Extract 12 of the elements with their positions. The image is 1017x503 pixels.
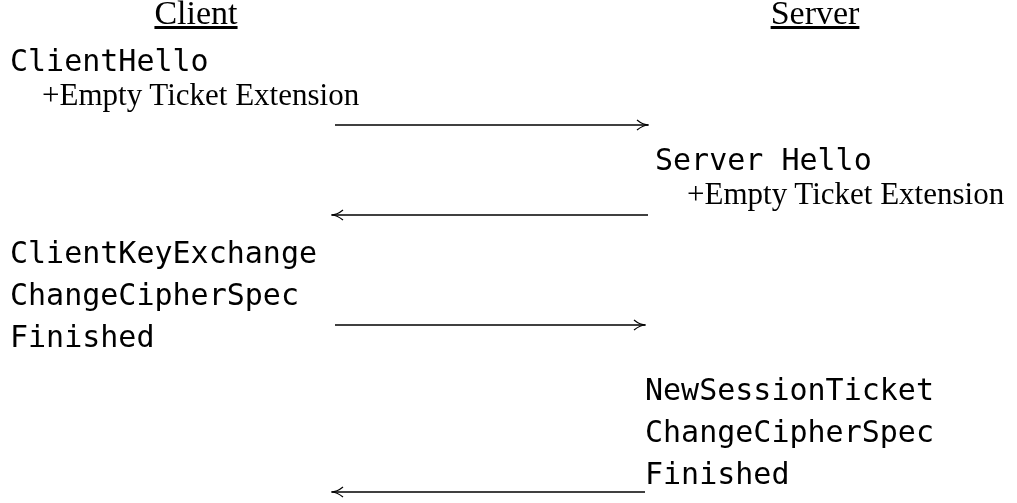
lifeline-heading: Server — [770, 0, 860, 32]
message-name: NewSessionTicket — [645, 371, 934, 409]
message-name: Server Hello — [655, 141, 872, 179]
lifeline-heading: Client — [154, 0, 238, 32]
message-name: ClientKeyExchange — [10, 234, 318, 272]
extension-note: +Empty Ticket Extension — [687, 177, 1005, 211]
message-name: Finished — [10, 318, 155, 356]
extension-note: +Empty Ticket Extension — [42, 78, 360, 112]
message-name: ClientHello — [10, 42, 209, 80]
message-name: ChangeCipherSpec — [645, 413, 934, 451]
message-name: Finished — [645, 455, 790, 493]
message-name: ChangeCipherSpec — [10, 276, 299, 314]
